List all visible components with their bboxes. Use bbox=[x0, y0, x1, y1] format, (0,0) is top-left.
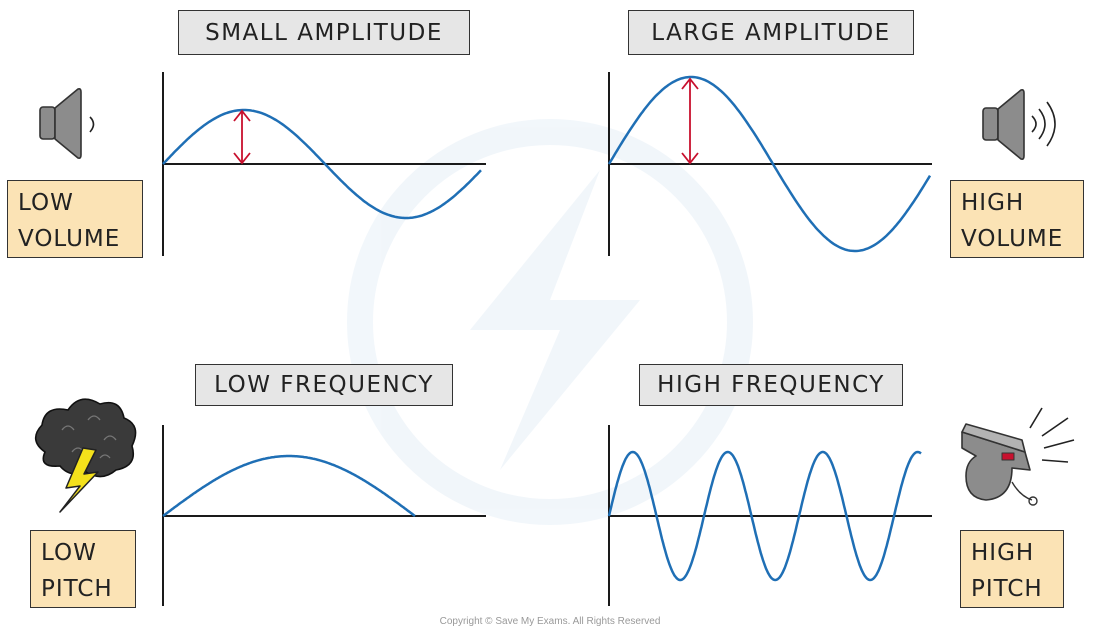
amplitude-arrow-head-top bbox=[233, 109, 251, 122]
amplitude-arrow-head-top bbox=[681, 77, 699, 90]
low-volume-tag: LOW VOLUME bbox=[7, 180, 143, 258]
tag-line-2: VOLUME bbox=[18, 226, 121, 252]
amplitude-arrow-head-bottom bbox=[681, 152, 699, 165]
tag-line-1: LOW bbox=[18, 190, 74, 216]
wave-line bbox=[607, 75, 932, 253]
wave-line bbox=[162, 454, 416, 518]
low-pitch-tag: LOW PITCH bbox=[30, 530, 136, 608]
small-amplitude-label: SMALL AMPLITUDE bbox=[178, 10, 470, 55]
speaker-one-wave-icon bbox=[39, 88, 95, 159]
tag-line-2: VOLUME bbox=[961, 226, 1064, 252]
wave-line bbox=[607, 450, 922, 582]
speaker-three-waves-icon bbox=[982, 89, 1056, 160]
large-amplitude-graph bbox=[607, 72, 932, 256]
high-frequency-graph bbox=[607, 425, 932, 606]
whistle-icon bbox=[961, 407, 1075, 506]
tag-line-1: HIGH bbox=[971, 540, 1035, 566]
large-amplitude-label: LARGE AMPLITUDE bbox=[628, 10, 914, 55]
copyright-notice: Copyright © Save My Exams. All Rights Re… bbox=[439, 616, 661, 627]
high-pitch-tag: HIGH PITCH bbox=[960, 530, 1064, 608]
small-amplitude-graph bbox=[162, 72, 486, 256]
tag-line-2: PITCH bbox=[971, 576, 1043, 602]
high-volume-tag: HIGH VOLUME bbox=[950, 180, 1084, 258]
tag-line-1: HIGH bbox=[961, 190, 1025, 216]
tag-line-1: LOW bbox=[41, 540, 97, 566]
tag-line-2: PITCH bbox=[41, 576, 113, 602]
watermark-logo bbox=[347, 119, 753, 525]
amplitude-arrow-head-bottom bbox=[233, 152, 251, 165]
thundercloud-lightning-icon bbox=[34, 398, 137, 513]
low-frequency-label: LOW FREQUENCY bbox=[195, 364, 453, 406]
wave-line bbox=[162, 108, 482, 220]
high-frequency-label: HIGH FREQUENCY bbox=[639, 364, 903, 406]
low-frequency-graph bbox=[162, 425, 486, 606]
